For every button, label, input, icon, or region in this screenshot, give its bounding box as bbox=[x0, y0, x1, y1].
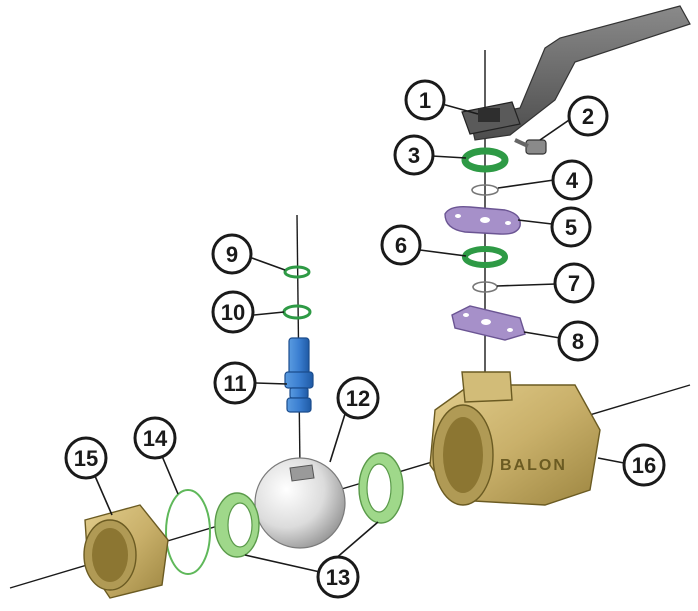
packing-ring-6 bbox=[462, 246, 508, 268]
callout-5: 5 bbox=[550, 206, 592, 248]
callout-3: 3 bbox=[393, 134, 435, 176]
o-ring-9 bbox=[283, 265, 311, 279]
callout-label-2: 2 bbox=[582, 104, 594, 129]
callout-14: 14 bbox=[133, 416, 177, 460]
leader-lines bbox=[94, 103, 625, 573]
callout-label-1: 1 bbox=[419, 88, 431, 113]
o-ring-14 bbox=[165, 489, 211, 575]
callout-label-10: 10 bbox=[221, 300, 245, 325]
end-cap-15 bbox=[83, 504, 169, 599]
packing-ring-3 bbox=[461, 147, 509, 173]
callout-1: 1 bbox=[404, 79, 446, 121]
callout-label-9: 9 bbox=[226, 242, 238, 267]
callout-2: 2 bbox=[567, 95, 609, 137]
seat-ring-left-13 bbox=[214, 492, 260, 558]
callout-7: 7 bbox=[553, 262, 595, 304]
handle-lever bbox=[461, 5, 691, 141]
callout-10: 10 bbox=[211, 290, 255, 334]
callout-13: 13 bbox=[316, 555, 360, 599]
callout-15: 15 bbox=[64, 436, 108, 480]
body-brand-text: BALON bbox=[500, 457, 567, 474]
callout-label-4: 4 bbox=[566, 168, 579, 193]
callout-label-16: 16 bbox=[632, 453, 656, 478]
o-ring-4 bbox=[471, 184, 499, 196]
valve-body-16: BALON bbox=[429, 371, 601, 506]
callout-12: 12 bbox=[336, 376, 380, 420]
callout-label-8: 8 bbox=[572, 329, 584, 354]
callout-11: 11 bbox=[213, 361, 257, 405]
callout-label-12: 12 bbox=[346, 386, 370, 411]
callout-8: 8 bbox=[557, 320, 599, 362]
blue-stem-11 bbox=[284, 337, 314, 413]
handle-screw bbox=[514, 138, 547, 155]
ball-12 bbox=[254, 457, 346, 549]
callout-label-11: 11 bbox=[223, 371, 246, 396]
callout-4: 4 bbox=[551, 159, 593, 201]
callout-16: 16 bbox=[622, 443, 666, 487]
o-ring-7 bbox=[472, 281, 498, 293]
callout-label-7: 7 bbox=[568, 271, 580, 296]
seat-ring-right-13 bbox=[358, 452, 404, 524]
o-ring-10 bbox=[282, 304, 312, 320]
callout-label-14: 14 bbox=[143, 426, 168, 451]
callout-label-6: 6 bbox=[395, 233, 407, 258]
callout-label-15: 15 bbox=[74, 446, 98, 471]
callout-label-5: 5 bbox=[565, 215, 577, 240]
callout-label-13: 13 bbox=[326, 565, 350, 590]
callout-label-3: 3 bbox=[408, 143, 420, 168]
callout-9: 9 bbox=[211, 233, 253, 275]
callout-6: 6 bbox=[380, 224, 422, 266]
